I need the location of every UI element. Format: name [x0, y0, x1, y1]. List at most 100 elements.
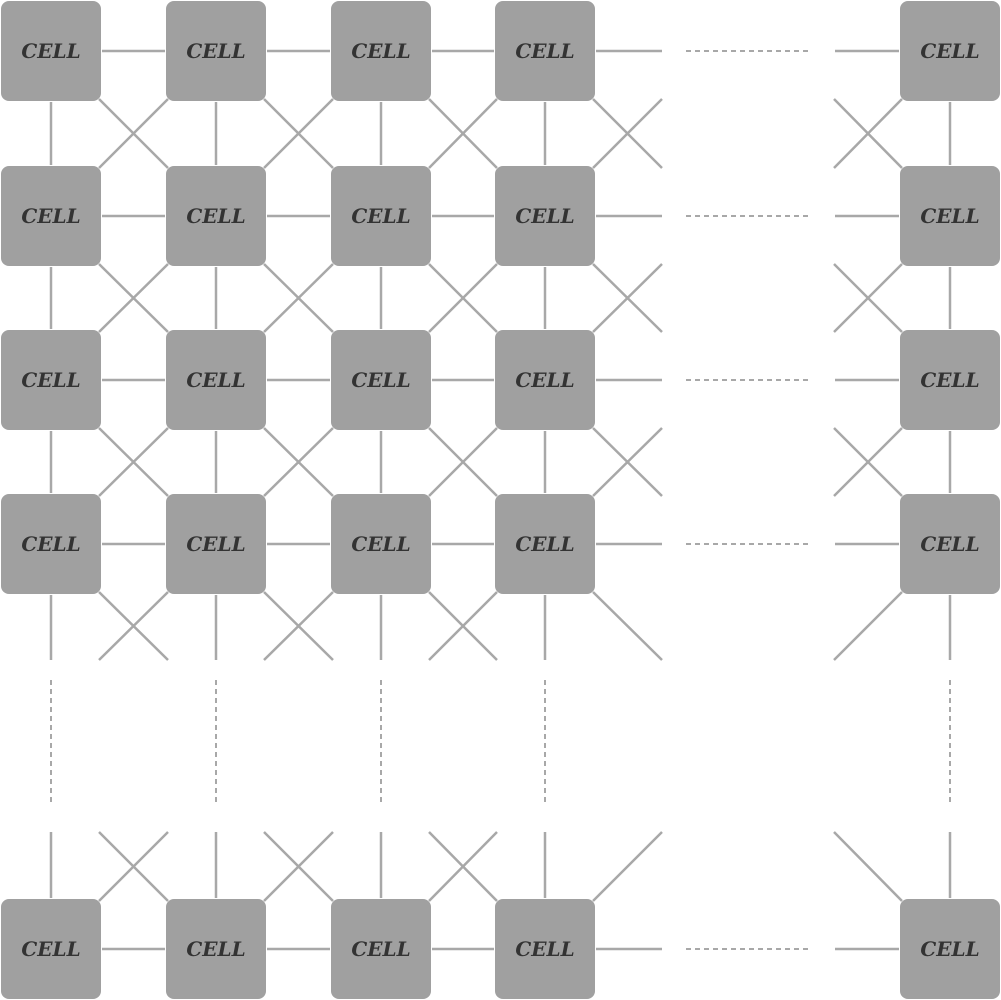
cell: CELL [1, 166, 101, 266]
cell-box [900, 899, 1000, 999]
cell: CELL [1, 330, 101, 430]
diagonal-stub [592, 831, 663, 902]
cell-box [166, 330, 266, 430]
diagonal-stub [428, 591, 498, 661]
diagonal-link [263, 98, 334, 169]
cell-label: CELL [21, 532, 80, 556]
cell: CELL [331, 1, 431, 101]
diagonal-stub [833, 427, 903, 497]
cell-box [495, 899, 595, 999]
cell-label: CELL [21, 937, 80, 961]
cell-label: CELL [351, 368, 410, 392]
cell-box [1, 330, 101, 430]
cell-label: CELL [21, 204, 80, 228]
diagonal-stub [263, 591, 334, 661]
cell-box [1, 166, 101, 266]
cell-box [495, 494, 595, 594]
cell-label: CELL [920, 39, 979, 63]
diagonal-link [428, 98, 498, 169]
diagonal-stub [833, 591, 903, 661]
diagonal-stub [592, 98, 663, 169]
cell-label: CELL [21, 39, 80, 63]
cell: CELL [331, 330, 431, 430]
cell-label: CELL [920, 532, 979, 556]
diagonal-link [98, 427, 169, 497]
diagonal-stub [98, 831, 169, 902]
cell-box [331, 494, 431, 594]
cell-box [331, 1, 431, 101]
cell-box [331, 899, 431, 999]
cell-label: CELL [186, 937, 245, 961]
cell: CELL [166, 899, 266, 999]
cell: CELL [495, 899, 595, 999]
cell-label: CELL [186, 368, 245, 392]
diagonal-link [428, 427, 498, 497]
diagonal-stub [592, 263, 663, 333]
diagonal-link [428, 263, 498, 333]
connection-lines [49, 49, 952, 951]
cell-label: CELL [515, 937, 574, 961]
cell-label: CELL [351, 39, 410, 63]
cell-label: CELL [186, 204, 245, 228]
cell-label: CELL [515, 204, 574, 228]
cell: CELL [900, 899, 1000, 999]
diagonal-stub [833, 98, 903, 169]
cell-box [166, 899, 266, 999]
cell-box [1, 494, 101, 594]
cell-label: CELL [351, 204, 410, 228]
cell: CELL [900, 1, 1000, 101]
cell: CELL [495, 166, 595, 266]
cell: CELL [1, 494, 101, 594]
cell: CELL [331, 166, 431, 266]
cell: CELL [166, 166, 266, 266]
cell-label: CELL [515, 368, 574, 392]
cell-label: CELL [351, 937, 410, 961]
diagonal-stub [98, 591, 169, 661]
diagonal-stub [428, 831, 498, 902]
cell: CELL [900, 330, 1000, 430]
cell-label: CELL [186, 532, 245, 556]
cell-box [1, 1, 101, 101]
diagonal-link [98, 263, 169, 333]
diagonal-link [98, 98, 169, 169]
cell: CELL [495, 494, 595, 594]
cell-box [331, 330, 431, 430]
cell: CELL [900, 166, 1000, 266]
cell: CELL [495, 1, 595, 101]
cell-box [166, 166, 266, 266]
cell-box [495, 166, 595, 266]
cell: CELL [166, 1, 266, 101]
cell-box [900, 330, 1000, 430]
cell-label: CELL [21, 368, 80, 392]
diagonal-link [263, 263, 334, 333]
cell-box [1, 899, 101, 999]
cell: CELL [1, 1, 101, 101]
cell-box [331, 166, 431, 266]
cell: CELL [166, 330, 266, 430]
cell-label: CELL [351, 532, 410, 556]
diagonal-stub [592, 427, 663, 497]
diagonal-stub [592, 591, 663, 661]
cell-label: CELL [515, 39, 574, 63]
diagonal-link [263, 427, 334, 497]
cell: CELL [331, 494, 431, 594]
cell-box [900, 1, 1000, 101]
cell-label: CELL [920, 368, 979, 392]
cell-label: CELL [920, 937, 979, 961]
cell-label: CELL [186, 39, 245, 63]
cell-box [166, 494, 266, 594]
diagonal-stub [833, 831, 903, 902]
cell: CELL [166, 494, 266, 594]
cell: CELL [495, 330, 595, 430]
cell: CELL [900, 494, 1000, 594]
cell-box [495, 1, 595, 101]
cell-box [900, 166, 1000, 266]
cell: CELL [1, 899, 101, 999]
cell-box [166, 1, 266, 101]
cell-box [495, 330, 595, 430]
diagonal-stub [833, 263, 903, 333]
cell-label: CELL [515, 532, 574, 556]
